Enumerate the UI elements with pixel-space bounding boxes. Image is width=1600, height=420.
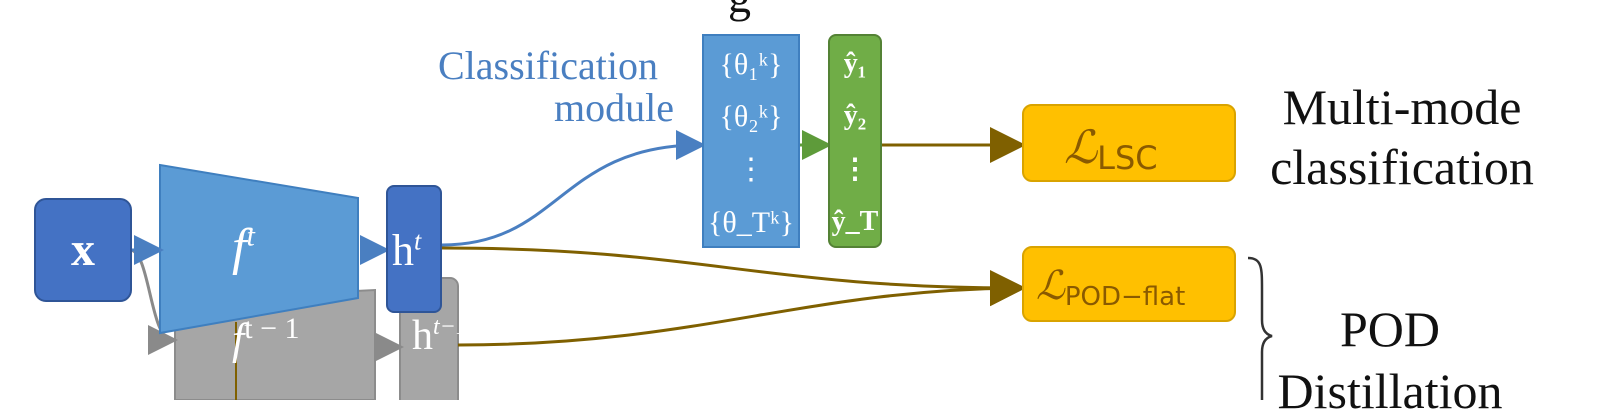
param-2: {θ₂ᵏ} xyxy=(719,100,783,133)
old-hidden-to-pod-arrow xyxy=(457,270,1026,347)
pod-label-line1: POD xyxy=(1339,301,1441,357)
feature-extractor-label: ft xyxy=(232,219,255,276)
hidden-to-pod-arrow xyxy=(441,246,1026,306)
multimode-label-line1: Multi-mode xyxy=(1282,79,1522,135)
hidden-label: ht xyxy=(392,226,422,275)
hidden-sup: t xyxy=(414,226,422,256)
loss-pod-sub: POD−flat xyxy=(1064,282,1186,312)
title-fragment: g xyxy=(728,0,751,23)
hidden-node: ht xyxy=(386,185,442,313)
old-hidden-label: ht−1 xyxy=(412,313,468,359)
classification-module-line1: Classification xyxy=(438,43,658,88)
feature-extractor-shape xyxy=(159,163,359,335)
param-dots: ⋮ xyxy=(736,153,766,186)
loss-lsc-box: ℒLSC xyxy=(1022,104,1236,182)
loss-lsc-sub: LSC xyxy=(1097,139,1158,177)
classifier-params-box: {θ₁ᵏ} {θ₂ᵏ} ⋮ {θ_Tᵏ} xyxy=(702,34,800,248)
old-feature-extractor-label: ft − 1 xyxy=(232,312,300,364)
old-hidden-sup: t−1 xyxy=(433,314,468,340)
hidden-to-classifier-arrow xyxy=(441,130,706,247)
input-label: x xyxy=(71,223,95,276)
multimode-label-line2: classification xyxy=(1270,139,1534,195)
param-T: {θ_Tᵏ} xyxy=(708,206,794,239)
prediction-dots: ⋮ xyxy=(841,154,869,185)
feature-extractor-sup: t xyxy=(246,219,255,253)
loss-pod-box: ℒPOD−flat xyxy=(1022,246,1236,322)
prediction-2: ŷ₂ xyxy=(843,100,867,131)
input-node: x xyxy=(34,198,132,302)
pod-label-line2: Distillation xyxy=(1277,363,1503,419)
pod-brace xyxy=(1247,256,1273,400)
connector-layer xyxy=(129,127,1273,400)
prediction-T: ŷ_T xyxy=(831,206,879,237)
diagram-stage: g x ft ft − 1 ht ht−1 Classification mod… xyxy=(34,0,1534,419)
classification-module-line2: module xyxy=(554,85,674,130)
prediction-1: ŷ₁ xyxy=(843,48,867,79)
old-feature-extractor-sup: t − 1 xyxy=(244,312,300,345)
param-1: {θ₁ᵏ} xyxy=(719,48,783,81)
loss-pod-label: ℒPOD−flat xyxy=(1036,263,1186,312)
predictions-box: ŷ₁ ŷ₂ ⋮ ŷ_T xyxy=(828,34,882,248)
loss-lsc-label: ℒLSC xyxy=(1064,122,1158,177)
